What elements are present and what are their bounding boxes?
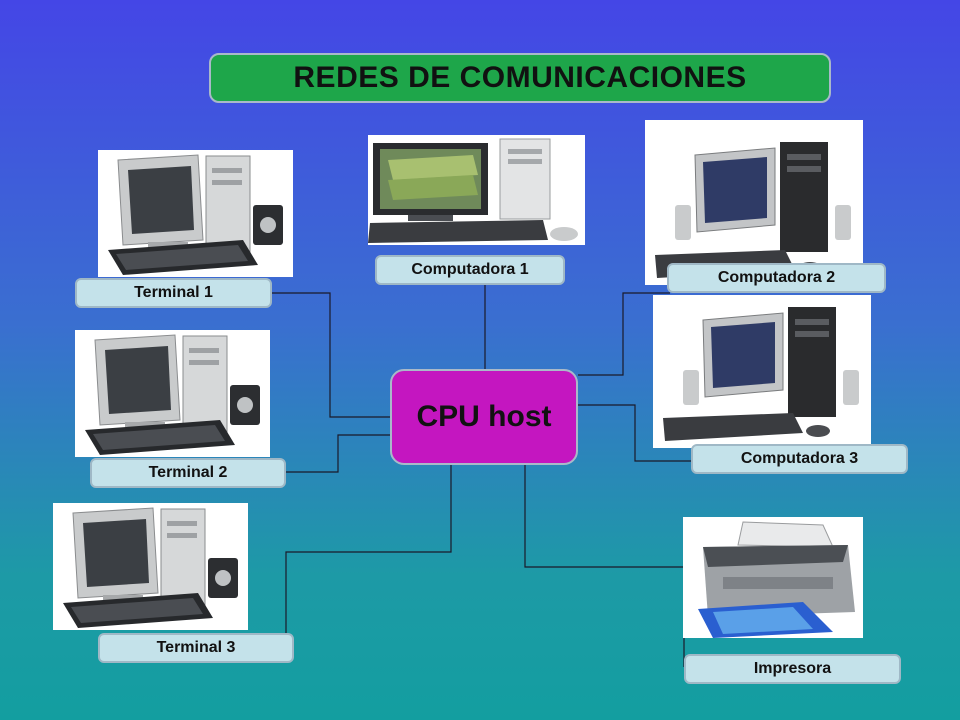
terminal-1-label: Terminal 1 [75,278,272,308]
terminal-1-computer-icon [98,150,293,277]
terminal-2-computer-icon [75,330,270,457]
cpu-host-node: CPU host [390,369,578,465]
line-computadora-2 [578,292,670,376]
computadora-2-label: Computadora 2 [667,263,886,293]
impresora-printer-icon [683,517,863,638]
impresora-label: Impresora [684,654,901,684]
line-impresora [524,465,685,667]
line-computadora-3 [578,404,691,462]
diagram-title: REDES DE COMUNICACIONES [209,53,831,103]
computadora-1-label: Computadora 1 [375,255,565,285]
computadora-2-computer-icon [645,120,863,285]
terminal-2-label: Terminal 2 [90,458,286,488]
terminal-3-label: Terminal 3 [98,633,294,663]
computadora-3-computer-icon [653,295,871,448]
line-terminal-3 [285,465,452,634]
computadora-1-computer-icon [368,135,585,245]
terminal-3-computer-icon [53,503,248,630]
computadora-3-label: Computadora 3 [691,444,908,474]
line-terminal-2 [286,434,390,473]
line-terminal-1 [272,292,390,418]
